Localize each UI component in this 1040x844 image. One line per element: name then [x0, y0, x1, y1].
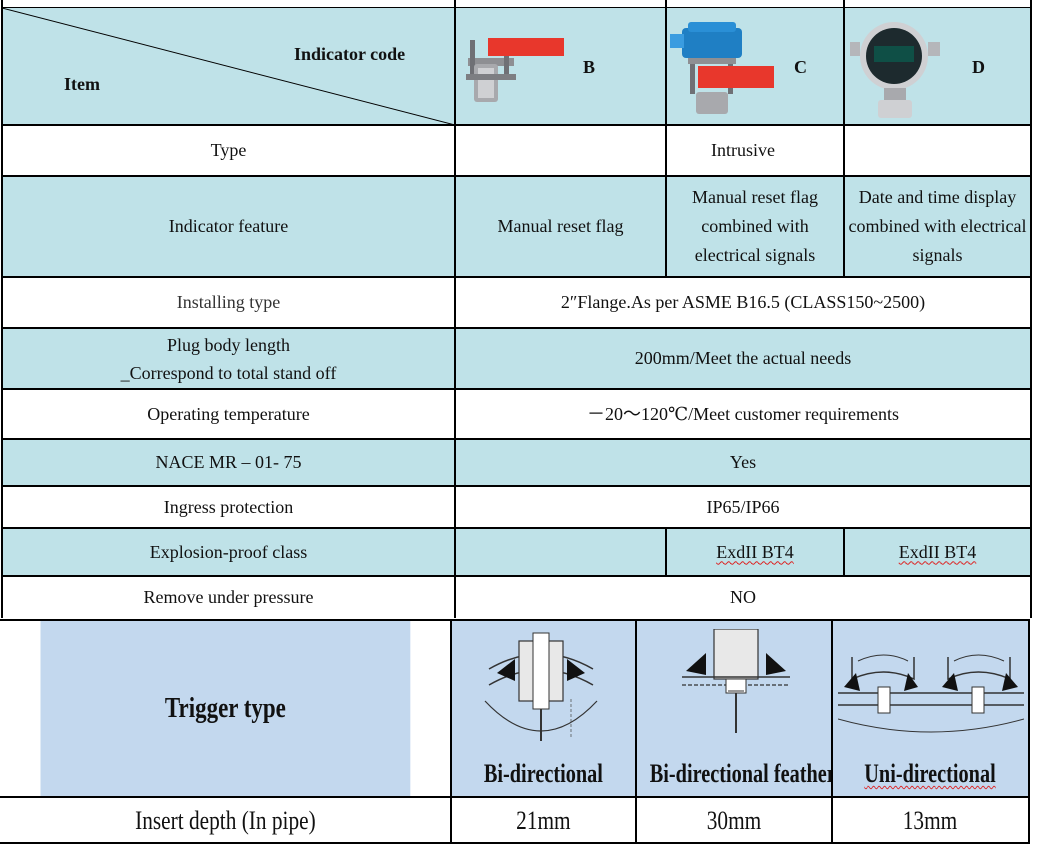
installing-type-label: Installing type — [2, 277, 455, 328]
insert-depth-bi-directional-feather: 30mm — [653, 798, 815, 842]
header-code-b-cell: B — [455, 8, 666, 125]
explosion-proof-label: Explosion-proof class — [2, 528, 455, 576]
grid-line — [0, 842, 1030, 844]
insert-depth-uni-directional: 13mm — [849, 798, 1011, 842]
grid-line — [831, 619, 833, 844]
trigger-type-label: Trigger type — [40, 621, 411, 796]
operating-temperature-value: －20～120℃/Meet customer requirements — [455, 389, 1031, 439]
digital-display-indicator-photo — [848, 20, 944, 120]
operating-temperature-label: Operating temperature — [2, 389, 455, 439]
plug-body-length-value: 200mm/Meet the actual needs — [455, 328, 1031, 389]
bi-directional-drawing — [481, 629, 601, 759]
grid-line — [2, 485, 1032, 487]
nace-label: NACE MR – 01- 75 — [2, 439, 455, 486]
trigger-uni-directional-cell: Uni-directional — [832, 621, 1028, 796]
indicator-feature-b: Manual reset flag — [455, 176, 666, 277]
item-label: Item — [64, 74, 100, 94]
indicator-feature-label: Indicator feature — [2, 176, 455, 277]
plug-body-length-label: Plug body length _Correspond to total st… — [2, 328, 455, 389]
grid-line — [1028, 619, 1030, 844]
grid-line — [2, 575, 1032, 577]
flag-with-junction-box-photo — [668, 18, 778, 118]
grid-line — [1, 0, 3, 618]
remove-under-pressure-label: Remove under pressure — [2, 576, 455, 619]
grid-line — [1030, 0, 1032, 618]
remove-under-pressure-value: NO — [455, 576, 1031, 619]
header-code-c-cell: C — [666, 8, 844, 125]
grid-line — [2, 527, 1032, 529]
uni-directional-label: Uni-directional — [864, 759, 996, 788]
ingress-protection-label: Ingress protection — [2, 486, 455, 528]
grid-line — [665, 527, 667, 576]
indicator-feature-c: Manual reset flag combined with electric… — [666, 176, 844, 277]
code-d-label: D — [972, 57, 985, 77]
type-value: Intrusive — [455, 125, 1031, 176]
header-code-d-cell: D — [844, 8, 1031, 125]
grid-line — [454, 0, 456, 618]
flag-indicator-photo — [460, 30, 570, 110]
grid-line — [0, 619, 1030, 621]
bi-directional-feather-label: Bi-directional feather — [649, 759, 836, 788]
uni-directional-drawing — [838, 629, 1024, 759]
grid-line — [635, 619, 637, 844]
insert-depth-label: Insert depth (In pipe) — [40, 798, 411, 842]
grid-line — [450, 619, 452, 844]
grid-line — [0, 796, 1030, 798]
trigger-bi-directional-cell: Bi-directional — [451, 621, 636, 796]
indicator-code-label: Indicator code — [294, 44, 406, 64]
type-label: Type — [2, 125, 455, 176]
grid-line — [2, 388, 1032, 390]
code-c-label: C — [794, 57, 807, 77]
header-diagonal-line — [2, 8, 455, 125]
nace-value: Yes — [455, 439, 1031, 486]
grid-line — [843, 0, 845, 277]
grid-line — [2, 327, 1032, 329]
explosion-proof-d-text: ExdII BT4 — [898, 541, 977, 562]
grid-line — [2, 7, 1032, 8]
trigger-bi-directional-feather-cell: Bi-directional feather — [636, 621, 836, 796]
explosion-proof-c: ExdII BT4 — [666, 528, 844, 576]
bi-directional-feather-drawing — [676, 629, 796, 759]
explosion-proof-b — [455, 528, 666, 576]
grid-line — [2, 438, 1032, 440]
grid-line — [665, 0, 667, 277]
ingress-protection-value: IP65/IP66 — [455, 486, 1031, 528]
grid-line — [2, 124, 1032, 126]
explosion-proof-c-text: ExdII BT4 — [716, 541, 794, 562]
code-b-label: B — [583, 57, 596, 77]
bi-directional-label: Bi-directional — [483, 759, 603, 788]
explosion-proof-d: ExdII BT4 — [844, 528, 1031, 576]
installing-type-value: 2″Flange.As per ASME B16.5 (CLASS150~250… — [455, 277, 1031, 328]
plug-body-length-line1: Plug body length — [166, 334, 290, 355]
indicator-feature-d: Date and time display combined with elec… — [844, 176, 1031, 277]
grid-line — [2, 175, 1032, 177]
grid-line — [2, 276, 1032, 278]
insert-depth-bi-directional: 21mm — [467, 798, 620, 842]
grid-line — [843, 527, 845, 576]
plug-body-length-line2: _Correspond to total stand off — [120, 362, 337, 383]
header-item-cell: Indicator code Item — [2, 8, 455, 125]
